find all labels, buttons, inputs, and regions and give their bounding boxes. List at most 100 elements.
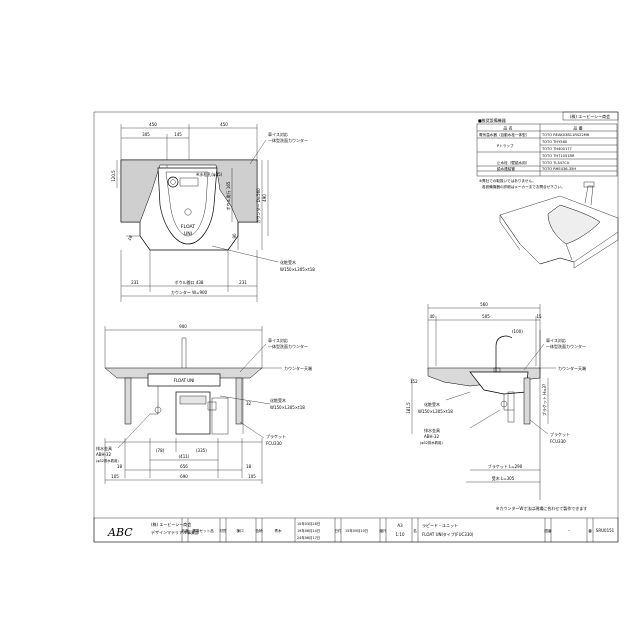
dim-231-left: 231 [131, 280, 139, 285]
dim-40: 40 [429, 314, 435, 319]
bracket-left [124, 377, 132, 425]
callout-bracket: ブラケット [550, 431, 570, 437]
tb-c2-label: 材質 [219, 528, 227, 533]
abc-logo: ABC [107, 526, 133, 539]
bracket-height: ブラケット H=3? [541, 384, 547, 416]
bowl-width: ボウル間口 438 [175, 279, 204, 285]
dim-450-left: 450 [149, 122, 157, 127]
bowl-label-1: FLOAT [181, 224, 195, 230]
tb-division: デザインマテリアル事業部 [151, 529, 199, 535]
counter-top-label: カウンター天端 [284, 365, 312, 371]
dim-18-right: 18 [246, 464, 252, 469]
callout-bracket-2: FCU330 [266, 441, 282, 446]
title-block: ABC (株) エービーシー商会 デザインマテリアル事業部 品番 標準セット品 … [93, 517, 619, 543]
tb-drawn-value: – [568, 528, 570, 533]
dim-560: 560 [480, 302, 488, 307]
dim-18-left: 18 [117, 464, 123, 469]
bracket-length: ブラケット L=290 [488, 463, 523, 469]
dim-78: (78) [156, 448, 165, 453]
callout-counter-2: 一体型洗面カウンター [546, 343, 586, 349]
callout-receiver: 化粧受木 [424, 401, 440, 407]
tb-c2-value: 棟口 [236, 528, 244, 533]
tb-c1-value: 標準セット品 [192, 528, 214, 533]
callout-bracket-2: FCU330 [550, 439, 566, 444]
callout-receiver-2: W150×L305×t18 [280, 267, 315, 272]
dim-145: 145 [174, 132, 182, 137]
plan-view: 450 450 305 145 ※水栓孔(φ35) FLOAT UNI 120.… [111, 122, 315, 302]
counter-slab [104, 367, 263, 379]
faucet-hole-note: ※水栓孔(φ35) [196, 171, 223, 177]
bowl-depth: ボウル奥行 165 [225, 181, 231, 210]
counter-width: カウンター W=900 [171, 289, 208, 295]
bowl-label: FLOAT UNI [174, 378, 195, 383]
tb-date-2: 19年06月14日 [297, 528, 320, 533]
callout-drain-part: 排水金具 [96, 445, 112, 451]
tb-fig-value: SRU0151 [596, 528, 615, 533]
faucet-body [179, 177, 199, 187]
tb-c1-label: 品番 [181, 528, 189, 533]
tb-c3-label: 色柄 [255, 528, 263, 533]
tb-date-3: 24年06月17日 [297, 535, 320, 540]
parts-row-name: Pトラップ [497, 143, 514, 148]
faucet [181, 337, 187, 368]
dim-15: 15 [536, 314, 542, 319]
bowl [147, 373, 221, 387]
callout-counter-2: 一体型洗面カウンター [268, 137, 308, 143]
callout-receiver-2: W150×L305×t18 [418, 409, 453, 414]
parts-table-title: ■推奨設備機器 [478, 117, 506, 123]
dim-105-right: 105 [248, 474, 256, 479]
callout-drain-part-2: ABH-32 [424, 434, 439, 439]
parts-note-1: ※弊社での取扱いではありません。 [479, 178, 536, 183]
tb-product-2: FLOAT UNIタイプ(FUC330) [422, 531, 474, 537]
parts-row-name: 電気温水器（自動水栓一体型） [479, 132, 529, 137]
tb-date-1: 15年03月28日 [297, 521, 320, 526]
callout-counter: 車イス対応 [268, 337, 288, 343]
tb-drawn-label: 図番 [544, 528, 552, 533]
dim-105-left: 105 [111, 474, 119, 479]
side-view: 560 40 505 15 (100) 181.5 152 ブラケット H=3?… [406, 302, 586, 500]
front-view: 900 FLOAT UNI 32 (78) (335) (411) 65 [96, 324, 312, 484]
parts-row-part: TOTO REAK03B11RS22M6 [541, 133, 590, 137]
parts-row-part: TOTO TL347CU [541, 161, 570, 165]
company-header: (株) エービーシー商会 [570, 113, 610, 119]
tb-rev-label: 番 [588, 528, 592, 533]
parts-table: ■推奨設備機器 品 名 品 番 電気温水器（自動水栓一体型） TOTO REAK… [476, 117, 618, 189]
dim-900: 900 [179, 324, 187, 329]
tb-c3-value: 青木 [274, 528, 282, 533]
callout-receiver-2: W150×L305×t18 [270, 405, 305, 410]
faucet-base [167, 176, 179, 188]
tb-name-label: 名 [413, 528, 417, 533]
callout-receiver: 化粧受木 [280, 259, 296, 265]
callout-bracket: ブラケット [266, 433, 286, 439]
dim-90: 90 [232, 233, 237, 239]
callout-counter: 車イス対応 [268, 131, 288, 137]
dim-450-right: 450 [220, 122, 228, 127]
callout-receiver: 化粧受木 [270, 397, 286, 403]
dim-100: (100) [512, 329, 523, 334]
perspective-sketch [499, 181, 619, 269]
tb-date-label: 日付 [334, 528, 342, 533]
tb-date-issue: 15年05月10日 [345, 528, 368, 533]
dim-490: 490 [262, 194, 267, 202]
parts-row-part: TOTO TH71051RR [541, 154, 575, 158]
parts-row-part: TOTO TH400177 [541, 147, 572, 151]
counter-top-label: カウンター天端 [558, 365, 586, 371]
parts-row-part: TOTO THY560 [541, 140, 568, 144]
dim-690: 690 [180, 474, 188, 479]
width-note: ※カウンターW寸法は現場に合わせて製作できます [496, 505, 587, 511]
dim-152: 152 [410, 379, 418, 384]
bowl-label-2: UNI [184, 231, 192, 237]
parts-note-2: 各設備機器の詳細はメーカーまでお問合せ下さい。 [482, 184, 565, 189]
callout-counter: 車イス対応 [546, 337, 566, 343]
parts-row-name: 給水連結管 [497, 166, 515, 171]
callout-drain-part-3: (φ32排水着用) [420, 440, 443, 445]
dim-411: (411) [179, 454, 190, 459]
dim-18: 18 [127, 234, 134, 241]
dim-231-right: 231 [239, 280, 247, 285]
counter-depth: カウンター D=560 [255, 188, 261, 224]
faucet [495, 335, 513, 372]
callout-drain-part: 排水金具 [424, 427, 440, 433]
bracket-right [235, 377, 243, 425]
company-header-box [562, 111, 619, 121]
